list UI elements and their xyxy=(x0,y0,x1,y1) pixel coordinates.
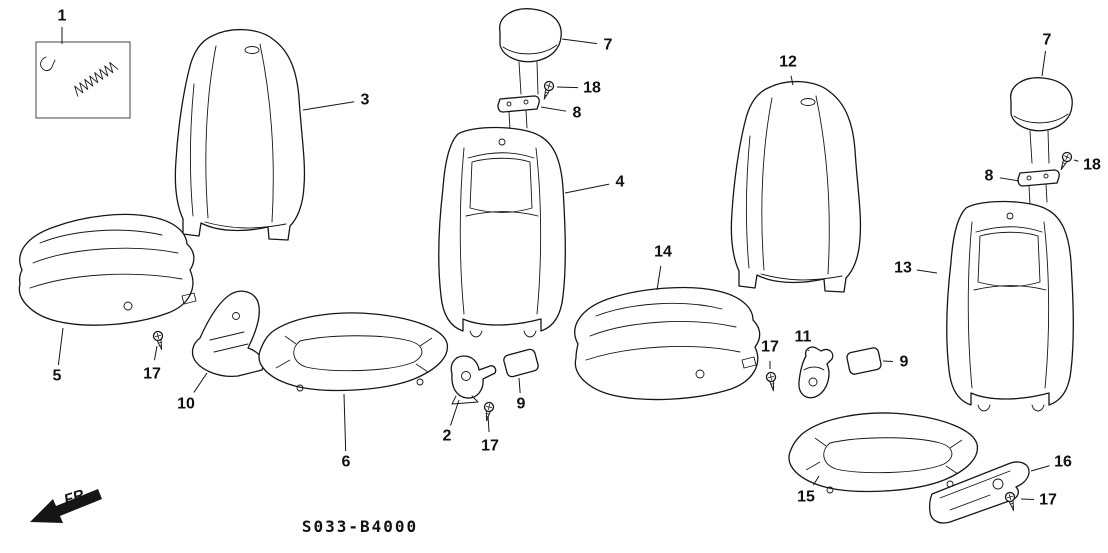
callout-leader-12 xyxy=(790,75,794,86)
part-12-seat-back-cover xyxy=(730,80,862,293)
callout-label-9A: 9 xyxy=(517,396,526,413)
callout-leader-7R xyxy=(1041,50,1046,77)
callout-leader-17B xyxy=(487,415,490,433)
callout-label-14: 14 xyxy=(654,244,672,261)
callout-label-17A: 17 xyxy=(143,366,161,383)
callout-label-16: 16 xyxy=(1054,454,1072,471)
callout-label-7R: 7 xyxy=(1043,32,1052,49)
callout-leader-15 xyxy=(812,475,820,486)
callout-leader-17A xyxy=(153,345,158,361)
diagram-code: S033-B4000 xyxy=(302,517,418,536)
part-6-cushion-pad xyxy=(258,312,449,392)
callout-label-18L: 18 xyxy=(583,80,601,97)
callout-label-13: 13 xyxy=(894,260,912,277)
part-7-headrest-left xyxy=(499,8,562,95)
callout-label-8L: 8 xyxy=(573,105,582,122)
part-1-spring-kit xyxy=(35,41,131,119)
callout-label-4: 4 xyxy=(616,174,625,191)
part-17-screw-c xyxy=(765,371,779,393)
callout-label-6: 6 xyxy=(342,454,351,471)
callout-label-9B: 9 xyxy=(900,354,909,371)
part-9-cover-a xyxy=(502,347,540,379)
part-2-hinge-bracket xyxy=(450,355,497,405)
part-16-side-cover xyxy=(928,461,1030,524)
callout-label-1: 1 xyxy=(58,8,67,25)
callout-leader-6 xyxy=(343,393,347,452)
callout-label-5: 5 xyxy=(53,368,62,385)
callout-label-17D: 17 xyxy=(1039,492,1057,509)
callout-leader-7L xyxy=(561,38,598,45)
callout-label-15: 15 xyxy=(797,489,815,506)
part-11-recliner-bracket xyxy=(798,346,834,399)
callout-label-17B: 17 xyxy=(481,438,499,455)
fr-arrow-icon xyxy=(30,489,102,523)
part-15-cushion-pad xyxy=(788,412,979,494)
callout-leader-13 xyxy=(916,269,938,274)
callout-leader-8R xyxy=(999,177,1020,182)
callout-label-12: 12 xyxy=(779,54,797,71)
callout-leader-3 xyxy=(302,101,355,111)
callout-leader-2 xyxy=(450,399,460,426)
part-4-seat-back xyxy=(438,126,566,338)
part-8-headrest-guide-left xyxy=(497,95,540,131)
part-9-cover-b xyxy=(845,346,883,376)
callout-label-2: 2 xyxy=(443,428,452,445)
part-1-box xyxy=(35,41,131,119)
part-18-screw-right xyxy=(1056,150,1074,173)
callout-label-17C: 17 xyxy=(761,339,779,356)
part-3-seat-back-cover xyxy=(174,28,306,241)
callout-leader-8L xyxy=(540,106,567,112)
part-10-recliner-cover xyxy=(191,290,264,378)
callout-label-7L: 7 xyxy=(604,37,613,54)
callout-label-8R: 8 xyxy=(985,168,994,185)
part-1-hook xyxy=(40,56,56,71)
callout-label-3: 3 xyxy=(361,92,370,109)
callout-leader-18R xyxy=(1073,159,1079,162)
fr-label: FR. xyxy=(62,485,90,509)
callout-label-11: 11 xyxy=(795,329,812,346)
part-18-screw-left xyxy=(539,79,556,102)
callout-leader-16 xyxy=(1030,465,1050,472)
callout-label-18R: 18 xyxy=(1083,157,1101,174)
fr-direction: FR. xyxy=(30,485,102,523)
part-8-headrest-guide-right xyxy=(1017,169,1060,205)
part-5-cushion-trim xyxy=(18,213,197,326)
callout-leader-4 xyxy=(564,183,610,194)
part-1-coil-spring xyxy=(74,62,119,97)
callout-leader-5 xyxy=(57,327,64,366)
part-7-headrest-right xyxy=(1010,77,1073,164)
part-17-screw-a xyxy=(151,329,167,352)
callout-label-10: 10 xyxy=(177,396,195,413)
callout-leader-14 xyxy=(656,265,662,291)
part-14-cushion-trim xyxy=(574,286,761,401)
callout-leader-9A xyxy=(518,377,521,394)
callout-leader-10 xyxy=(193,372,208,393)
part-13-seat-back xyxy=(946,200,1074,412)
callout-leader-18L xyxy=(556,86,579,89)
